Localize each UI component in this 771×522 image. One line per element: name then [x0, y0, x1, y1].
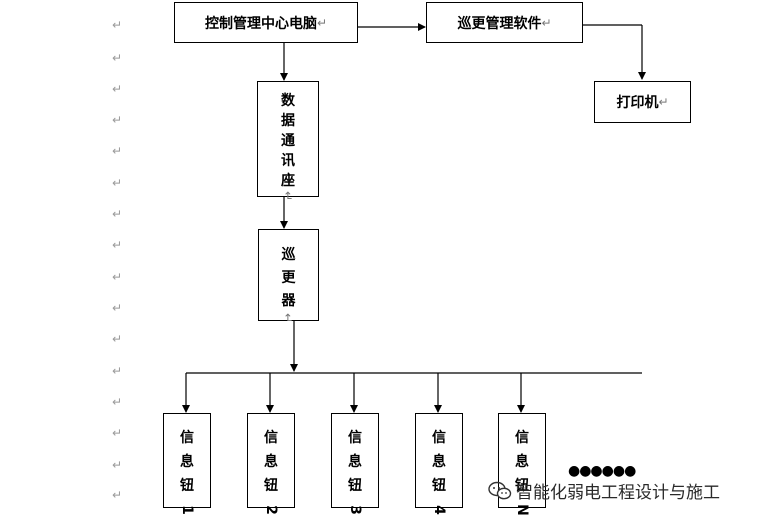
patrol-software-label: 巡更管理软件: [457, 15, 542, 32]
paragraph-mark: ↵: [112, 207, 123, 221]
info-button-char: 信: [515, 430, 529, 446]
info-button-number: 3: [347, 505, 363, 515]
info-button-box-4: 信 息 钮 4: [415, 413, 463, 515]
comm-seat-char: 座: [281, 173, 295, 189]
comm-seat-box: 数 据 通 讯 座 ↵: [257, 81, 319, 201]
paragraph-mark: ↵: [112, 113, 123, 127]
paragraph-mark: ↵: [112, 270, 123, 284]
info-button-box-2: 信 息 钮 2: [247, 413, 295, 515]
info-button-number: 4: [431, 505, 447, 515]
ellipsis-dots: ●●●●●●: [568, 463, 636, 479]
info-button-char: 钮: [180, 478, 194, 494]
paragraph-mark: ↵: [112, 458, 123, 472]
wechat-icon: [488, 481, 512, 499]
patrol-software-box: 巡更管理软件↵: [426, 2, 583, 43]
info-button-number: N: [514, 504, 530, 516]
printer-label: 打印机: [616, 95, 659, 111]
comm-seat-char: 据: [281, 113, 295, 129]
info-button-char: 息: [432, 454, 446, 470]
info-button-number: 2: [263, 505, 279, 515]
comm-seat-char: 通: [281, 133, 295, 149]
info-button-char: 息: [348, 454, 362, 470]
paragraph-mark: ↵: [112, 364, 123, 378]
patrol-device-char: 更: [281, 270, 296, 286]
paragraph-mark: ↵: [112, 238, 123, 252]
info-button-char: 息: [515, 454, 529, 470]
info-button-char: 钮: [264, 478, 278, 494]
patrol-device-char: 器: [281, 293, 296, 309]
paragraph-mark: ↵: [112, 144, 123, 158]
comm-seat-char: 数: [281, 93, 295, 109]
paragraph-mark: ↵: [112, 82, 123, 96]
control-center-label: 控制管理中心电脑: [204, 15, 317, 32]
info-button-char: 钮: [348, 478, 362, 494]
comm-seat-char: 讯: [281, 153, 295, 169]
paragraph-mark: ↵: [112, 395, 123, 409]
info-button-box-1: 信 息 钮 1: [163, 413, 211, 515]
return-mark: ↵: [658, 95, 669, 109]
info-button-char: 息: [264, 454, 278, 470]
info-button-char: 钮: [515, 478, 529, 494]
info-button-char: 信: [432, 430, 446, 446]
paragraph-mark: ↵: [112, 488, 123, 502]
patrol-device-char: 巡: [281, 247, 296, 263]
return-mark: ↵: [281, 190, 295, 202]
watermark: 智能化弱电工程设计与施工: [488, 478, 720, 503]
return-mark: ↵: [316, 15, 328, 30]
paragraph-mark: ↵: [112, 332, 123, 346]
paragraph-mark: ↵: [112, 426, 123, 440]
info-button-box-3: 信 息 钮 3: [331, 413, 379, 515]
info-button-char: 钮: [432, 478, 446, 494]
paragraph-mark: ↵: [112, 176, 123, 190]
info-button-char: 息: [180, 454, 194, 470]
info-button-number: 1: [179, 505, 195, 515]
paragraph-mark: ↵: [112, 18, 123, 32]
patrol-device-box: 巡 更 器 ↵: [258, 229, 319, 324]
paragraph-mark: ↵: [112, 51, 123, 65]
info-button-char: 信: [348, 430, 362, 446]
control-center-box: 控制管理中心电脑↵: [174, 2, 358, 43]
info-button-char: 信: [264, 430, 278, 446]
return-mark: ↵: [541, 15, 552, 30]
info-button-char: 信: [180, 430, 194, 446]
return-mark: ↵: [281, 312, 296, 324]
watermark-text: 智能化弱电工程设计与施工: [516, 483, 720, 503]
paragraph-mark: ↵: [112, 301, 123, 315]
printer-box: 打印机↵: [594, 81, 691, 123]
